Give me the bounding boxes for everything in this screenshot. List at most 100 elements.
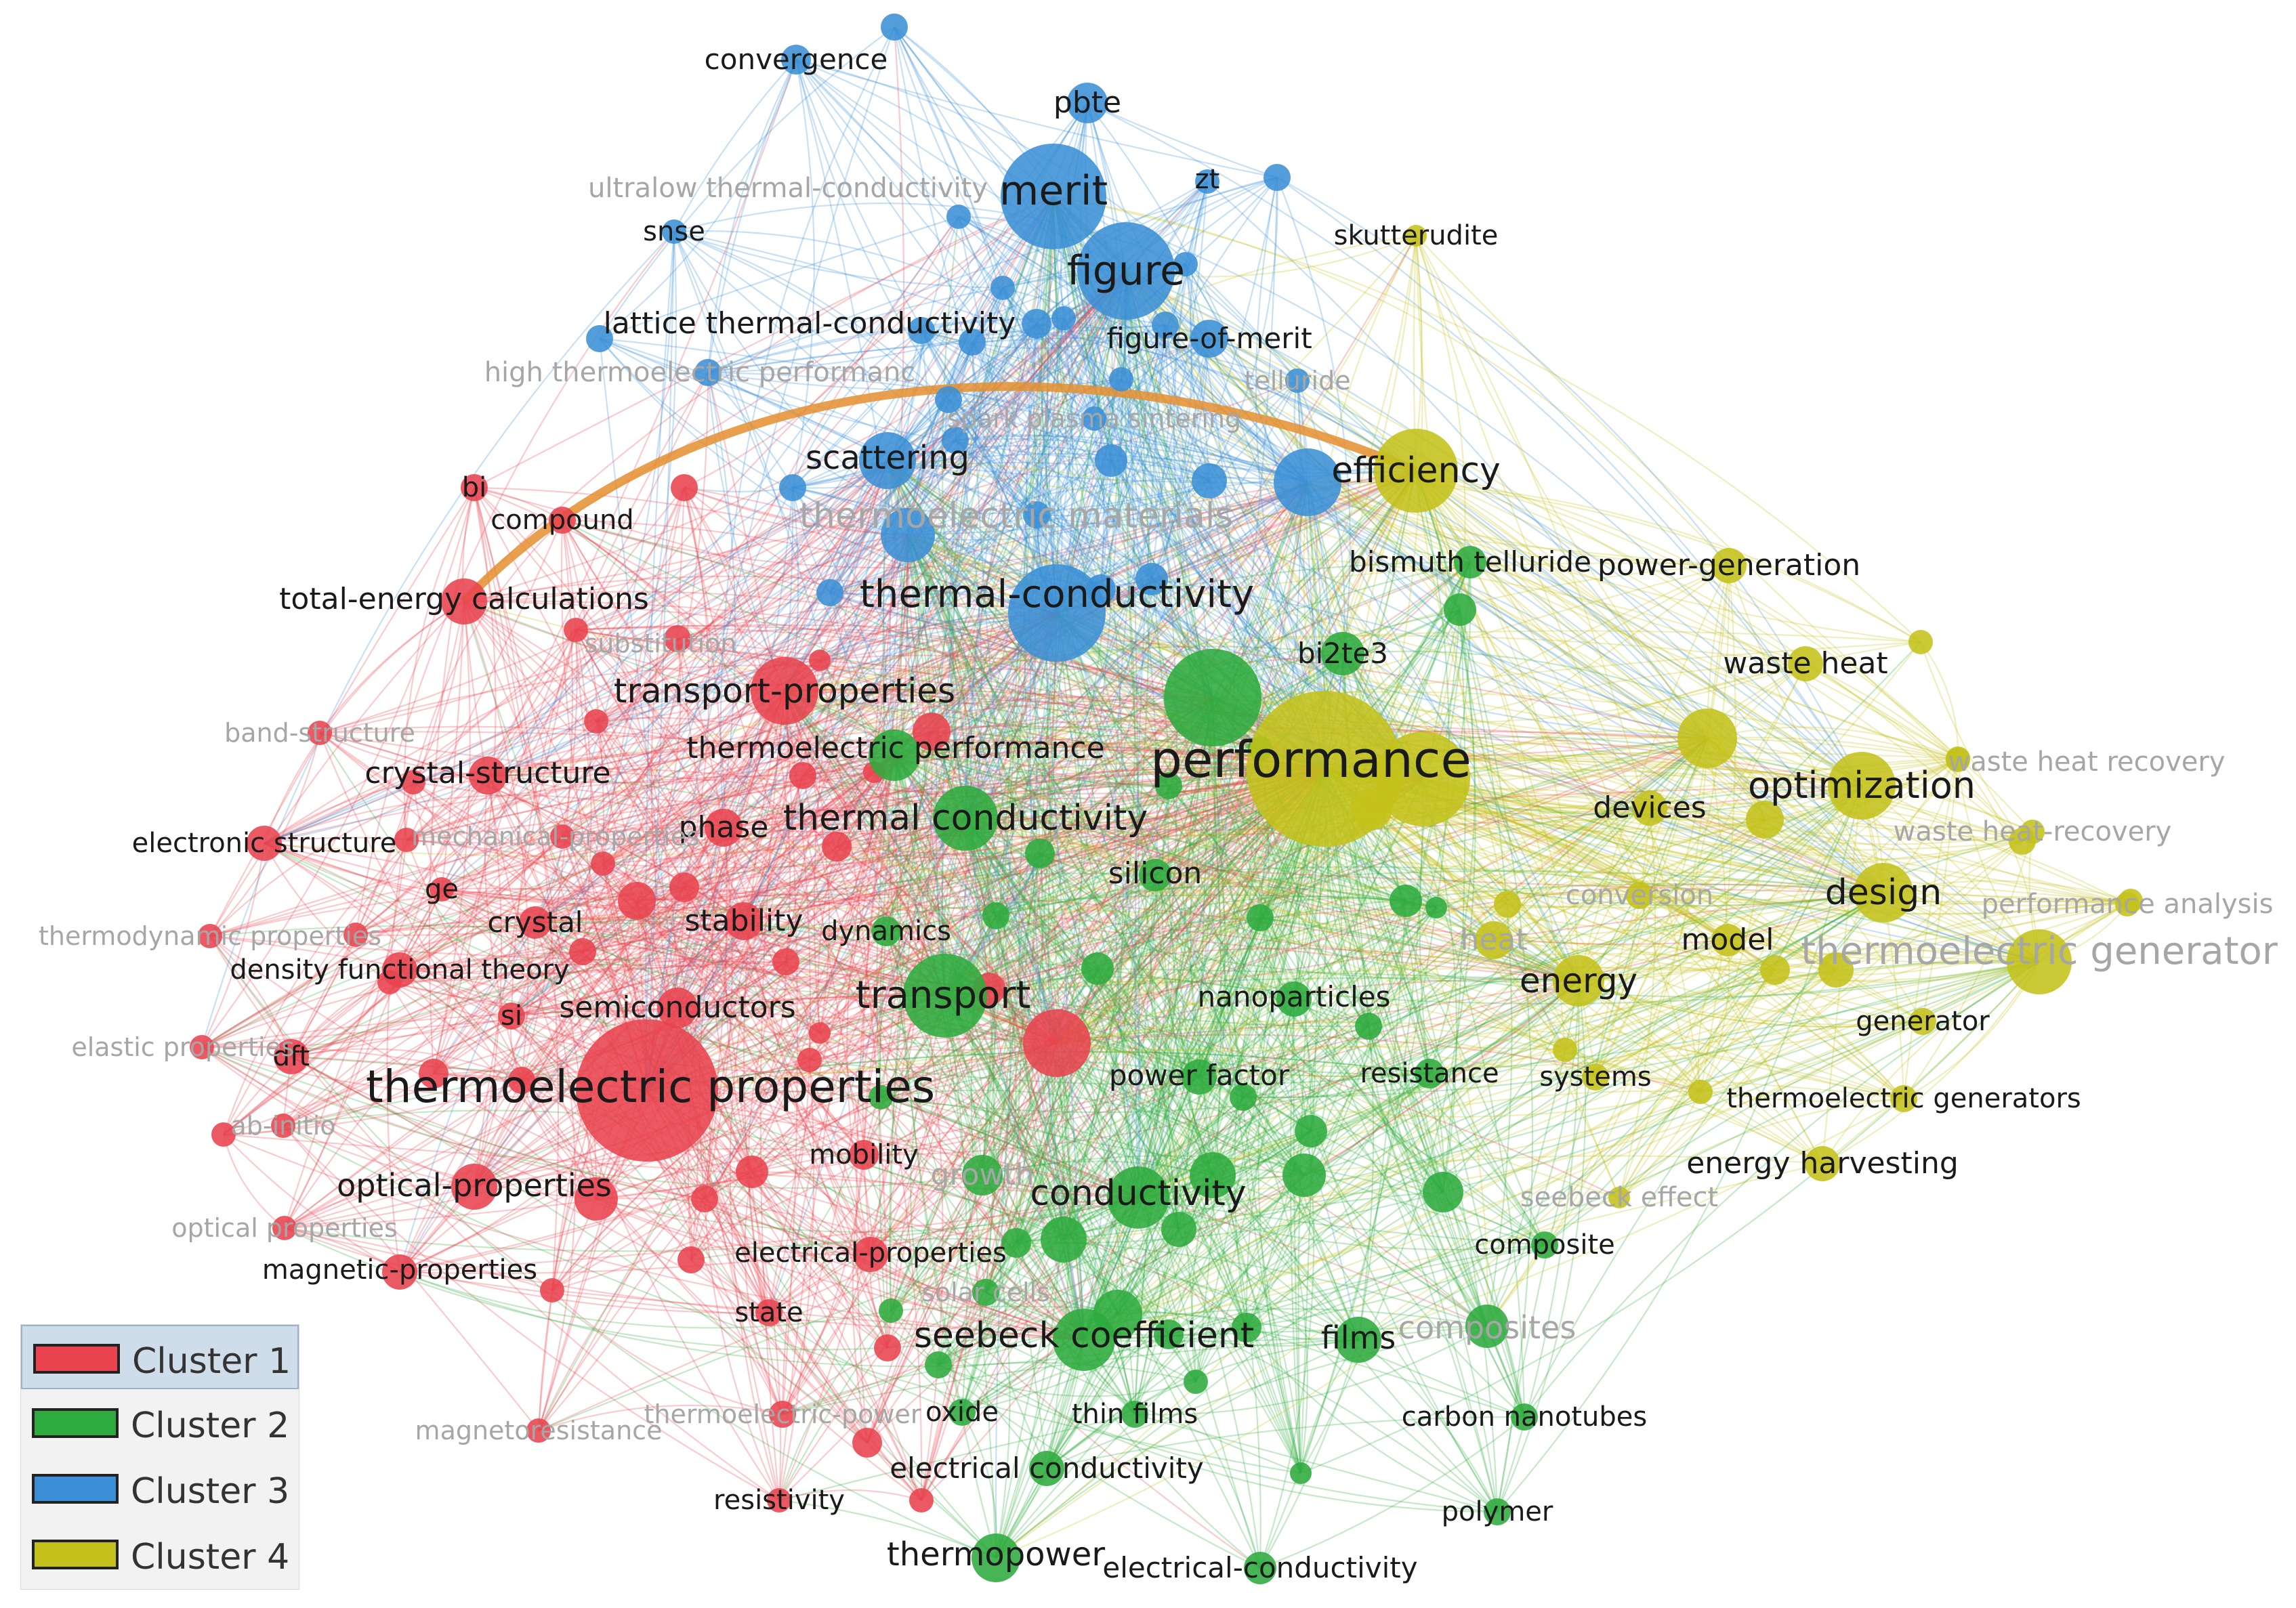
node-unlabeled[interactable] [1041, 1216, 1087, 1263]
node-unlabeled[interactable] [1025, 839, 1055, 868]
node-unlabeled[interactable] [1425, 897, 1447, 918]
node-unlabeled[interactable] [1290, 1462, 1312, 1484]
node-unlabeled[interactable] [1423, 1172, 1463, 1212]
node-unlabeled[interactable] [1051, 306, 1076, 331]
cooccurrence-link [1415, 470, 1904, 1099]
cooccurrence-link [511, 102, 1088, 1017]
node-unlabeled[interactable] [879, 1298, 903, 1323]
node-unlabeled[interactable] [852, 1428, 882, 1458]
cooccurrence-link [711, 827, 753, 1172]
node-unlabeled[interactable] [1553, 1038, 1577, 1062]
cooccurrence-link [562, 520, 1170, 1335]
node-unlabeled[interactable] [691, 1185, 718, 1212]
node-unlabeled[interactable] [1355, 1013, 1382, 1040]
cooccurrence-link [319, 731, 895, 757]
node-unlabeled[interactable] [816, 579, 843, 606]
node-unlabeled[interactable] [1494, 891, 1521, 918]
cooccurrence-link [768, 917, 1261, 1314]
node-unlabeled[interactable] [982, 902, 1009, 929]
cooccurrence-link [880, 784, 1862, 1098]
node-unlabeled[interactable] [618, 882, 656, 920]
node-unlabeled[interactable] [569, 938, 596, 965]
cooccurrence-link [463, 460, 888, 603]
node-label-lattice-thermal-conductivity: lattice thermal-conductivity [603, 306, 1016, 341]
node-unlabeled[interactable] [874, 1334, 901, 1361]
node-unlabeled[interactable] [1390, 885, 1422, 917]
node-unlabeled[interactable] [1295, 1115, 1327, 1147]
cooccurrence-link [1045, 196, 1085, 1340]
node-unlabeled[interactable] [772, 948, 799, 975]
node-unlabeled[interactable] [540, 1278, 564, 1303]
node-unlabeled[interactable] [1908, 630, 1933, 654]
cooccurrence-link [995, 1175, 1305, 1559]
cooccurrence-link [284, 612, 1058, 1229]
node-unlabeled[interactable] [881, 14, 908, 41]
cooccurrence-link [463, 379, 1298, 603]
legend-item-cluster-4[interactable]: Cluster 4 [21, 1522, 299, 1586]
cooccurrence-link [646, 807, 1650, 1092]
legend-item-cluster-3[interactable]: Cluster 3 [21, 1456, 299, 1521]
node-unlabeled[interactable] [1081, 952, 1114, 985]
node-unlabeled[interactable] [1109, 367, 1133, 392]
legend-item-cluster-2[interactable]: Cluster 2 [21, 1391, 299, 1455]
node-unlabeled[interactable] [1282, 1154, 1326, 1197]
node-unlabeled[interactable] [591, 851, 615, 876]
node-unlabeled[interactable] [990, 276, 1015, 300]
cooccurrence-link [1883, 891, 2131, 902]
cooccurrence-link [1087, 102, 1862, 786]
node-unlabeled[interactable] [736, 1156, 768, 1188]
node-unlabeled[interactable] [584, 709, 608, 734]
cooccurrence-link [1243, 980, 1579, 1099]
node-unlabeled[interactable] [1095, 444, 1127, 477]
node-unlabeled[interactable] [1760, 955, 1790, 985]
cooccurrence-link [944, 995, 1136, 1415]
node-unlabeled[interactable] [671, 474, 698, 501]
node-unlabeled[interactable] [1444, 593, 1476, 626]
cooccurrence-link [319, 601, 465, 734]
cooccurrence-link [1493, 939, 1904, 1100]
node-unlabeled[interactable] [677, 1246, 705, 1273]
node-unlabeled[interactable] [1247, 904, 1274, 931]
node-unlabeled[interactable] [809, 1022, 831, 1044]
cooccurrence-link [985, 482, 1309, 1293]
cooccurrence-link [463, 600, 1325, 770]
node-unlabeled[interactable] [1161, 1212, 1196, 1247]
cooccurrence-link [1212, 696, 1650, 809]
cooccurrence-link [1619, 819, 1766, 1198]
cooccurrence-link [1422, 752, 2033, 833]
cooccurrence-link [487, 690, 785, 777]
cooccurrence-link [635, 638, 682, 902]
node-unlabeled[interactable] [1192, 463, 1227, 499]
cooccurrence-link [1083, 1325, 1488, 1341]
cooccurrence-link [1097, 967, 1579, 982]
cooccurrence-link [441, 612, 1058, 890]
cooccurrence-link [399, 969, 1430, 1086]
cooccurrence-link [1422, 778, 2040, 963]
legend-item-cluster-1[interactable]: Cluster 1 [21, 1325, 299, 1389]
node-unlabeled[interactable] [1688, 1080, 1713, 1104]
cooccurrence-link [1063, 316, 1298, 381]
cooccurrence-link [1429, 738, 1708, 1074]
node-unlabeled[interactable] [1022, 309, 1051, 339]
node-unlabeled[interactable] [1023, 1009, 1091, 1077]
cooccurrence-link [283, 900, 638, 1126]
node-unlabeled[interactable] [669, 872, 699, 902]
cooccurrence-link [751, 818, 966, 1172]
cooccurrence-link [1137, 1155, 1823, 1199]
node-ultralow-thermal-conductivity[interactable] [946, 205, 971, 229]
cooccurrence-link [870, 470, 1417, 1255]
cooccurrence-link [399, 969, 1301, 1475]
cooccurrence-link [1578, 980, 1823, 1164]
node-unlabeled[interactable] [909, 1488, 934, 1512]
node-unlabeled[interactable] [1264, 164, 1291, 191]
cooccurrence-link [1046, 1416, 1525, 1470]
cooccurrence-link [1578, 979, 1923, 1028]
cooccurrence-link [474, 731, 932, 1187]
cooccurrence-link [707, 59, 797, 373]
cooccurrence-link [575, 629, 724, 828]
node-unlabeled[interactable] [1677, 708, 1737, 768]
node-unlabeled[interactable] [789, 762, 816, 789]
node-unlabeled[interactable] [1184, 1370, 1208, 1394]
cooccurrence-link [885, 612, 1058, 932]
node-unlabeled[interactable] [809, 650, 831, 671]
